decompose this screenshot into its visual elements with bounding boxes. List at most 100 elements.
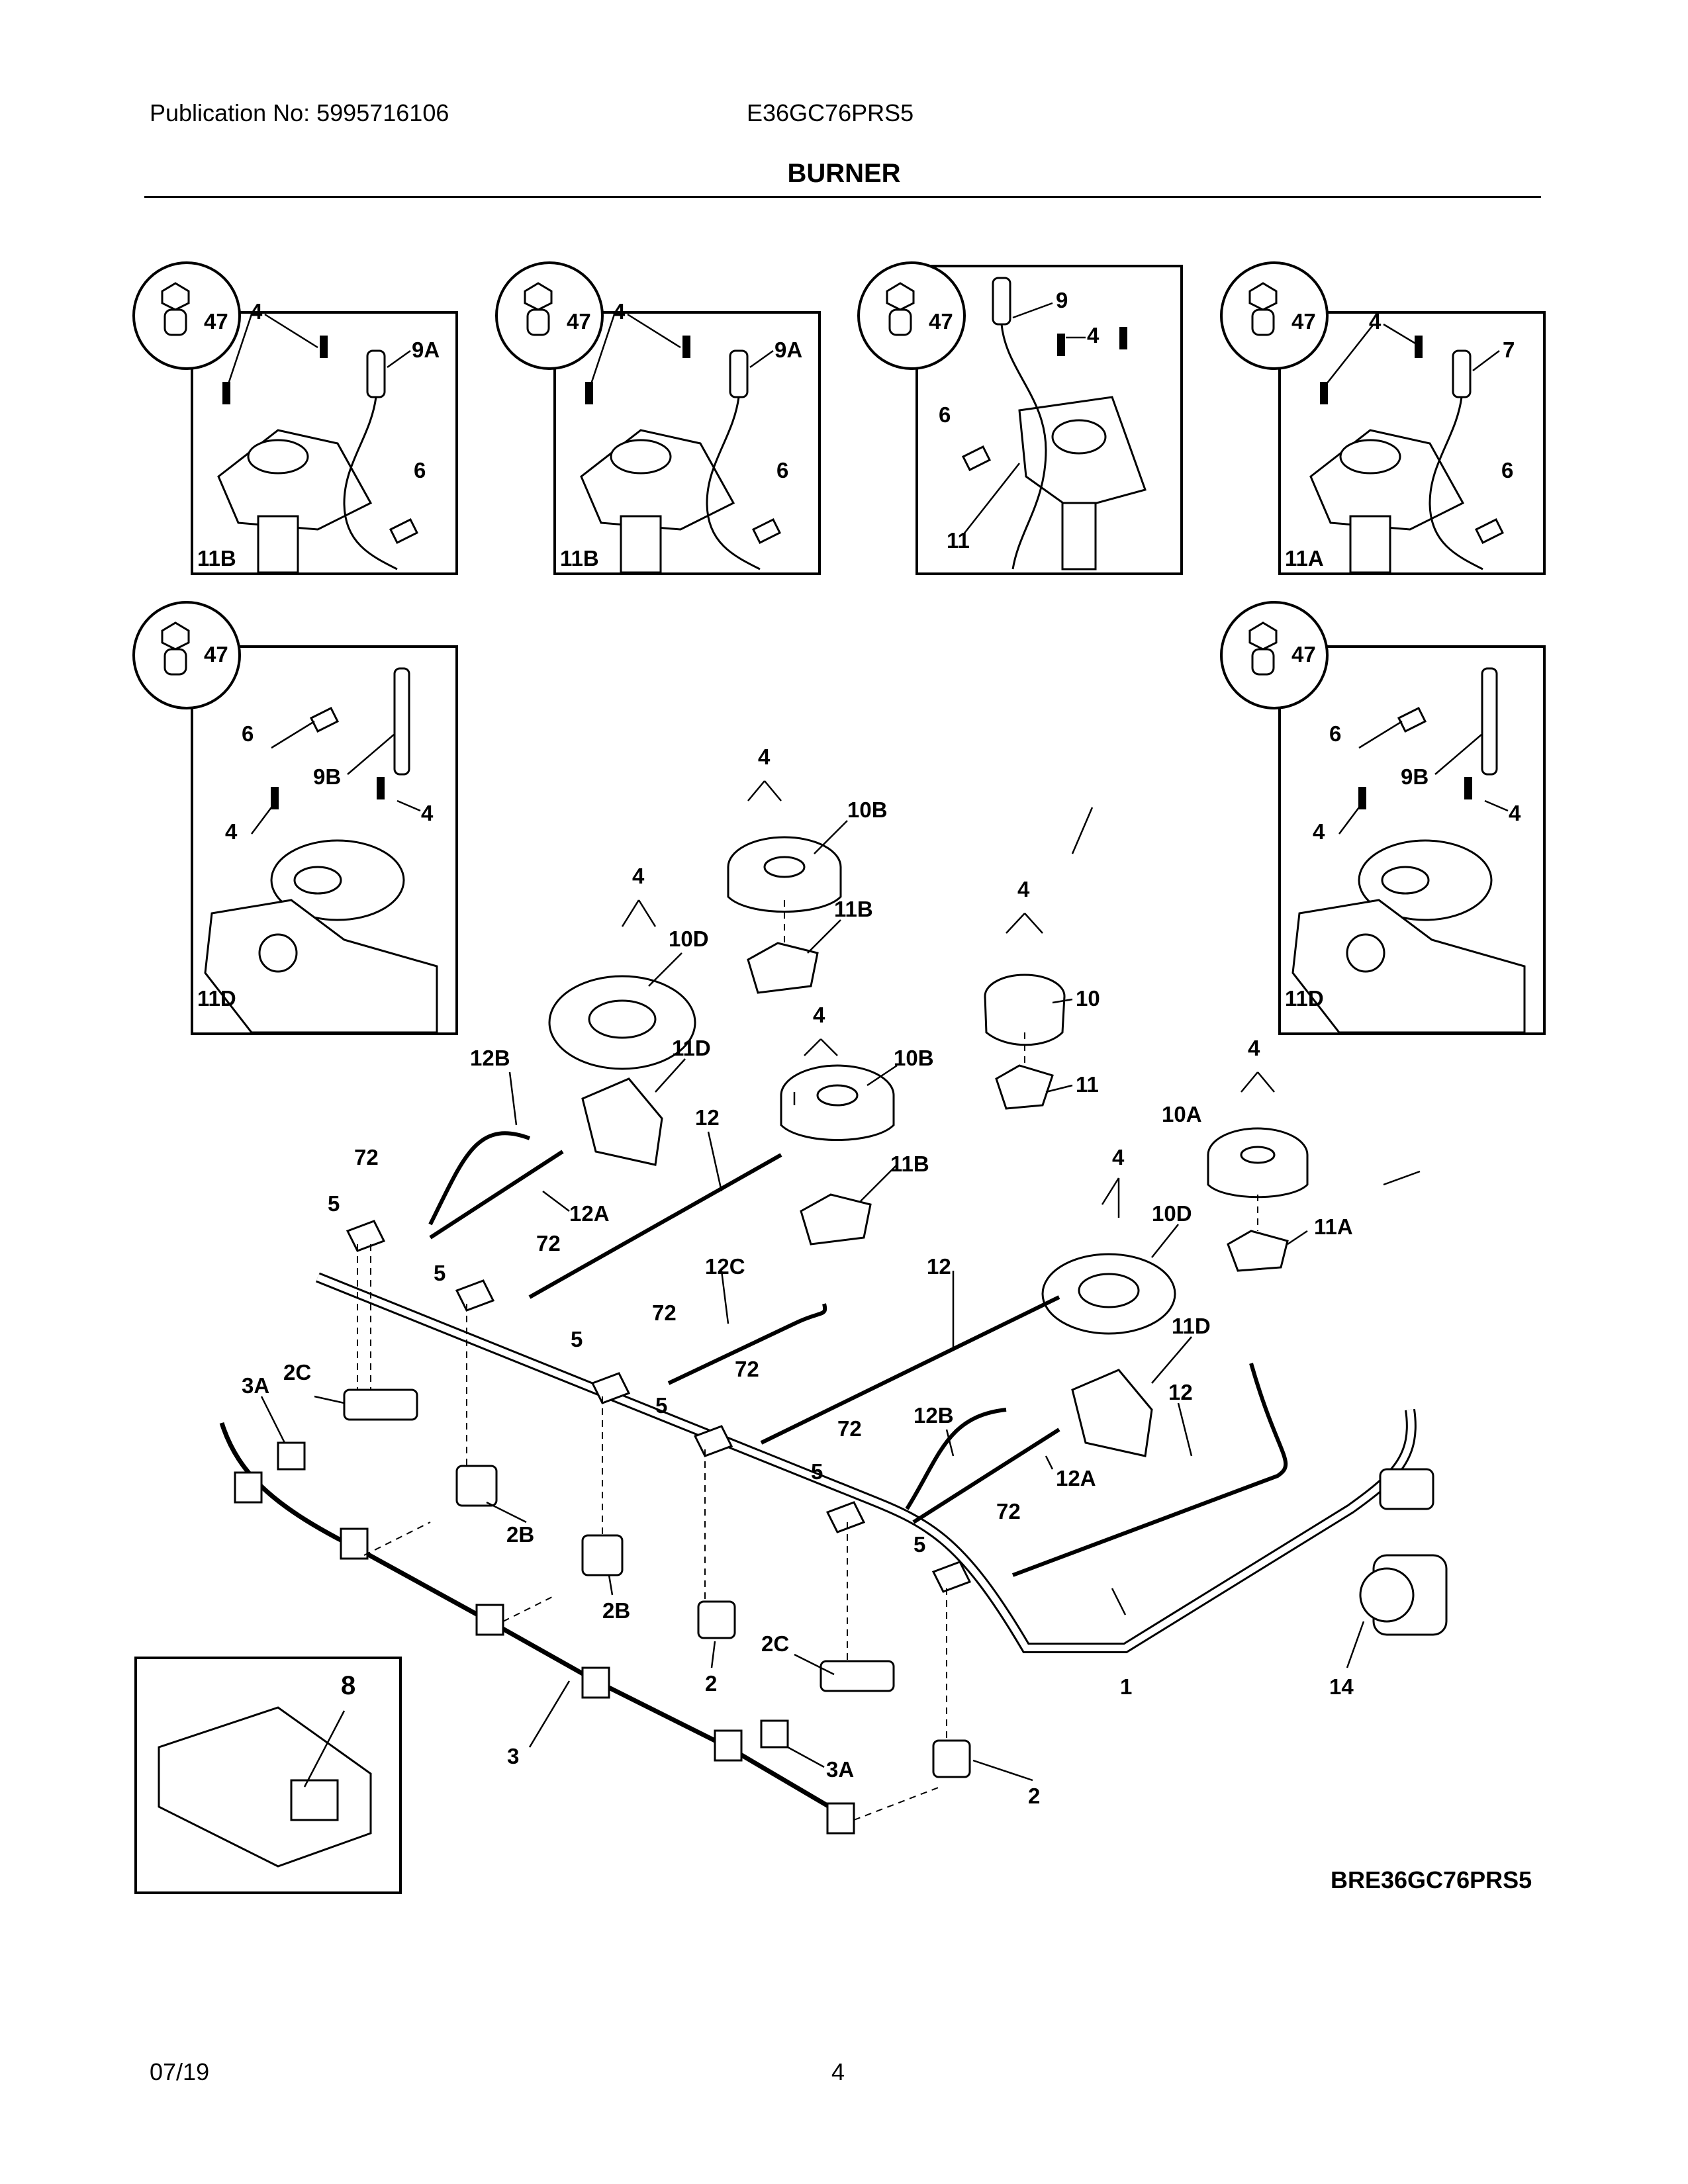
valve-2c-left <box>343 1388 418 1421</box>
leader-line <box>397 799 421 812</box>
igniter-7 <box>1452 349 1472 398</box>
spring-clip-5 <box>825 1501 866 1533</box>
callout-11d: 11D <box>1172 1314 1211 1338</box>
burner-base-11d <box>1291 839 1526 1034</box>
gas-tube-12a-right <box>912 1428 1060 1524</box>
callout-6: 6 <box>242 721 254 746</box>
leader-line <box>1346 1621 1365 1668</box>
burner-head-10b-top <box>727 836 842 913</box>
callout-47: 47 <box>204 642 228 666</box>
leader-line <box>508 1071 518 1126</box>
alignment-line <box>502 1594 557 1622</box>
callout-72: 72 <box>354 1145 379 1169</box>
detail-box-5 <box>191 645 458 1035</box>
callout-11d: 11D <box>197 986 236 1011</box>
callout-10a: 10A <box>1162 1102 1202 1126</box>
callout-2: 2 <box>1028 1784 1040 1808</box>
manifold-pipe-1 <box>316 1272 1417 1653</box>
callout-10b: 10B <box>847 797 888 822</box>
callout-11a: 11A <box>1285 546 1324 570</box>
burner-base-11d <box>204 839 438 1034</box>
leader-line <box>860 1164 898 1202</box>
callout-11b: 11B <box>834 897 873 921</box>
leader-line <box>749 349 774 369</box>
screw-4 <box>1119 327 1127 349</box>
burner-base-11a <box>1309 429 1465 574</box>
burner-cap-icon <box>886 282 915 336</box>
screw-4 <box>320 336 328 358</box>
leader-line <box>1472 350 1500 371</box>
callout-12c: 12C <box>705 1254 745 1279</box>
leader-line <box>387 349 411 369</box>
igniter-wire <box>343 396 398 570</box>
callout-2: 2 <box>705 1671 717 1696</box>
alignment-line <box>363 1522 431 1556</box>
callout-4: 4 <box>1248 1036 1260 1060</box>
callout-4: 4 <box>421 801 434 825</box>
alignment-line <box>853 1786 941 1821</box>
callout-6: 6 <box>414 458 426 482</box>
model-number: E36GC76PRS5 <box>747 99 914 126</box>
leader-line <box>486 1501 527 1524</box>
callout-6: 6 <box>1329 721 1341 746</box>
leader-line <box>747 780 765 801</box>
regulator-14 <box>1359 1468 1448 1636</box>
screw-4 <box>1057 334 1065 356</box>
spring-clip-5 <box>931 1561 972 1593</box>
callout-47: 47 <box>567 309 591 334</box>
callout-12b: 12B <box>914 1403 954 1428</box>
valve-2c-mid <box>820 1660 895 1692</box>
callout-4: 4 <box>613 299 626 324</box>
connector-3a-left <box>277 1441 306 1471</box>
callout-5: 5 <box>811 1459 823 1484</box>
leader-line <box>807 919 841 954</box>
diagram-reference: BRE36GC76PRS5 <box>1331 1866 1532 1893</box>
burner-head-10a <box>1207 1127 1309 1199</box>
callout-4: 4 <box>1509 801 1521 825</box>
igniter-9a <box>366 349 386 398</box>
callout-11d: 11D <box>1285 986 1324 1011</box>
leader-line <box>590 314 616 385</box>
callout-47: 47 <box>929 309 953 334</box>
gas-tube-12b-left <box>428 1131 531 1226</box>
leader-line <box>707 1131 723 1192</box>
callout-4: 4 <box>1313 819 1325 844</box>
callout-4: 4 <box>1369 309 1382 334</box>
leader-line <box>621 899 640 927</box>
callout-4: 4 <box>632 864 645 888</box>
leader-line <box>655 1058 686 1093</box>
callout-4: 4 <box>813 1003 825 1027</box>
callout-5: 5 <box>655 1393 667 1418</box>
leader-line <box>1358 720 1403 749</box>
leader-line <box>1257 1071 1275 1093</box>
spring-clip-5 <box>693 1425 733 1457</box>
callout-9a: 9A <box>412 338 440 362</box>
callout-5: 5 <box>434 1261 445 1285</box>
leader-line <box>962 463 1020 535</box>
screw-4 <box>1464 777 1472 799</box>
spring-clip-5 <box>455 1279 495 1312</box>
leader-line <box>720 1270 729 1324</box>
igniter-switch-8 <box>158 1706 372 1868</box>
gas-tube-12a-left <box>429 1150 564 1240</box>
callout-2c: 2C <box>283 1360 311 1385</box>
burner-cap-icon <box>524 282 553 336</box>
detail-box-1 <box>191 311 458 575</box>
burner-base-11b <box>580 429 735 574</box>
publication-number: Publication No: 5995716106 <box>150 99 449 126</box>
callout-1: 1 <box>1120 1674 1132 1699</box>
valve-2-mid <box>697 1600 736 1639</box>
detail-box-4 <box>1278 311 1546 575</box>
callout-4: 4 <box>1112 1145 1125 1169</box>
harness-node <box>826 1802 855 1835</box>
screw-4 <box>682 336 690 358</box>
detail-box-2 <box>553 311 821 575</box>
burner-base-11d-left <box>581 1077 663 1166</box>
igniter-9b <box>1481 667 1498 776</box>
callout-12a: 12A <box>1056 1466 1096 1490</box>
harness-node <box>340 1527 369 1560</box>
leader-line <box>1024 913 1043 934</box>
callout-72: 72 <box>536 1231 561 1255</box>
leader-line <box>1383 1170 1421 1186</box>
screw-4 <box>1415 336 1423 358</box>
